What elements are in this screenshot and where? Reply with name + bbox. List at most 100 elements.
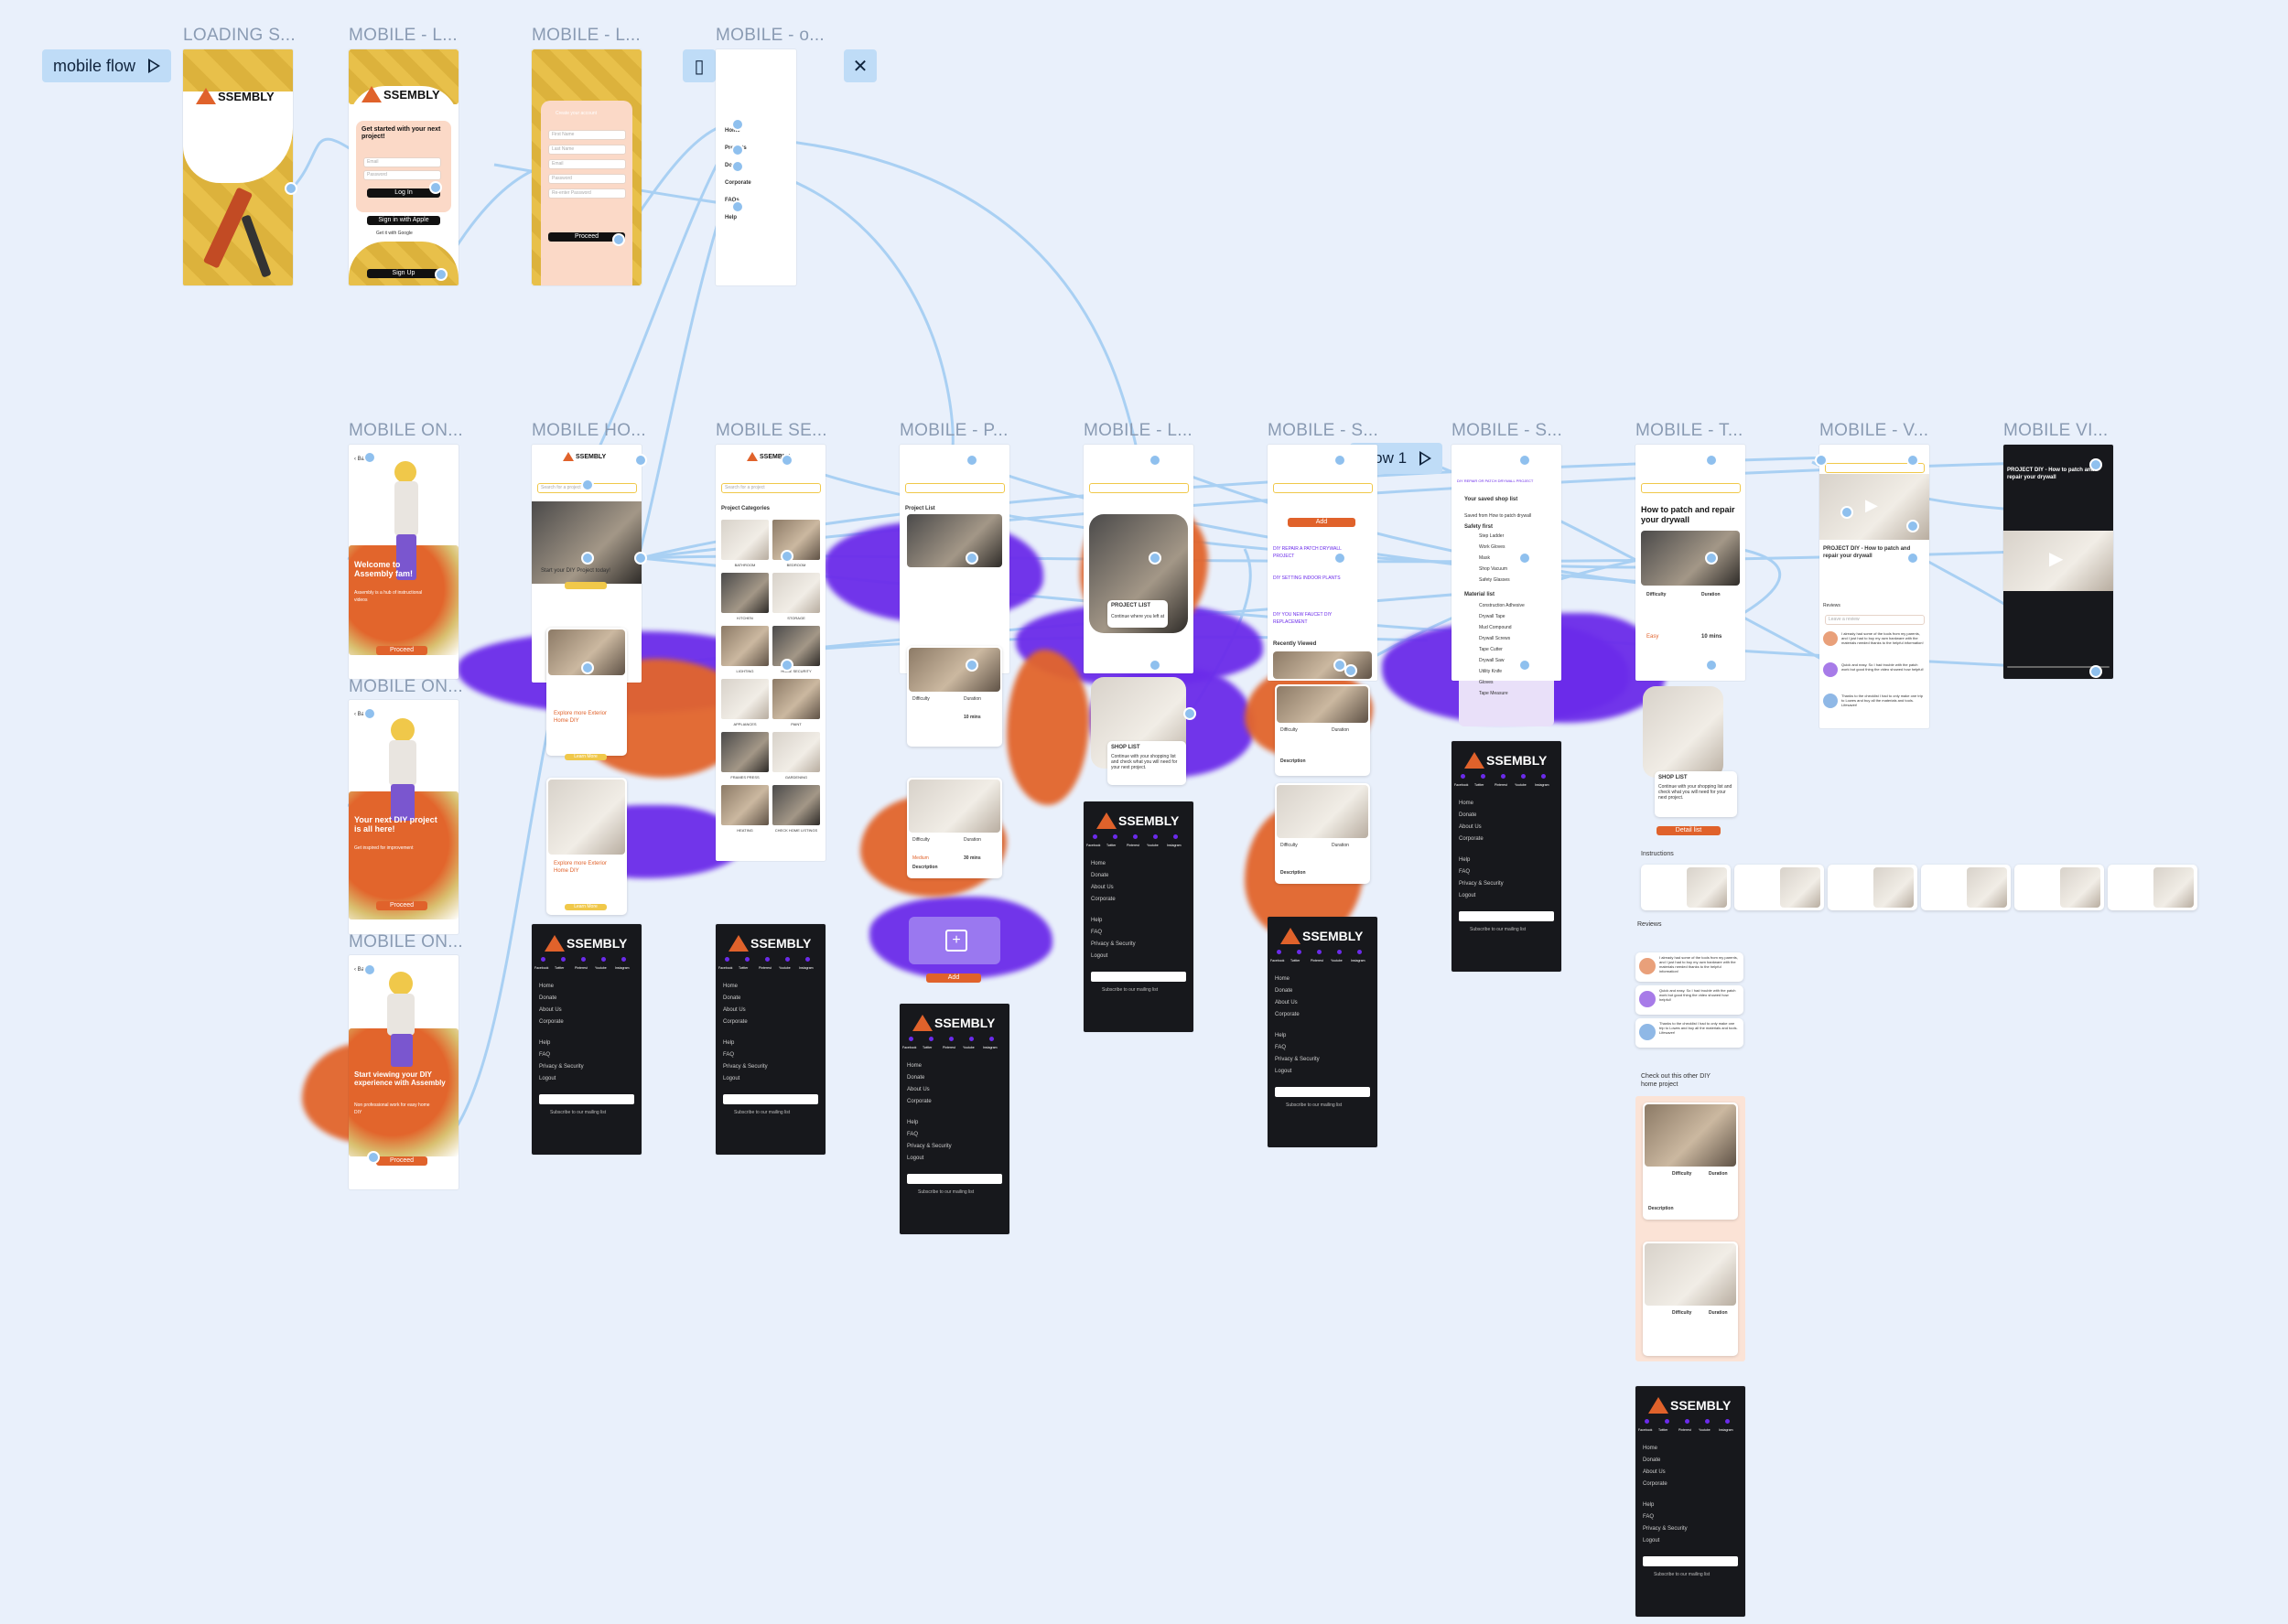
social-icon[interactable] — [1521, 774, 1526, 779]
footer-link[interactable]: Donate — [723, 995, 741, 1001]
social-icon[interactable] — [1317, 950, 1322, 954]
social-icon[interactable] — [541, 957, 545, 962]
instruction-step[interactable] — [1921, 865, 2011, 910]
social-link[interactable]: Pinterest — [1127, 844, 1139, 847]
connection-node[interactable] — [1705, 454, 1718, 467]
footer-link[interactable]: Privacy & Security — [907, 1144, 952, 1149]
social-icon[interactable] — [601, 957, 606, 962]
detail-list-button[interactable]: Detail list — [1657, 826, 1721, 835]
material-item[interactable]: Drywall Saw — [1479, 658, 1505, 663]
shop-list-card[interactable]: SHOP LIST Continue with your shopping li… — [1107, 741, 1186, 785]
footer-link[interactable]: Corporate — [723, 1019, 748, 1025]
social-link[interactable]: Youtube — [1515, 783, 1527, 787]
connection-node[interactable] — [1518, 454, 1531, 467]
social-link[interactable]: Instagram — [1167, 844, 1182, 847]
social-icon[interactable] — [1665, 1419, 1669, 1424]
connection-node[interactable] — [1518, 659, 1531, 672]
material-item[interactable]: Utility Knife — [1479, 669, 1503, 674]
footer-link[interactable]: Donate — [1459, 812, 1477, 818]
close-icon[interactable]: ✕ — [844, 49, 877, 82]
connection-node[interactable] — [1344, 664, 1357, 677]
connection-node[interactable] — [1906, 520, 1919, 532]
category-tile[interactable] — [721, 520, 769, 560]
footer-link[interactable]: About Us — [1091, 885, 1114, 890]
connection-node[interactable] — [781, 659, 793, 672]
footer-link[interactable]: Home — [723, 984, 739, 989]
email-input[interactable] — [1459, 911, 1554, 921]
footer-link[interactable]: Corporate — [1275, 1012, 1300, 1017]
connection-node[interactable] — [731, 144, 744, 156]
footer-link[interactable]: Donate — [1091, 873, 1109, 878]
connection-node[interactable] — [966, 552, 978, 565]
connection-node[interactable] — [1906, 552, 1919, 565]
social-icon[interactable] — [621, 957, 626, 962]
menu-item-corporate[interactable]: Corporate — [725, 180, 751, 186]
social-link[interactable]: Facebook — [718, 966, 733, 970]
connection-node[interactable] — [363, 451, 376, 464]
recent-card-2[interactable]: Difficulty Duration Description — [1275, 783, 1370, 884]
footer-link[interactable]: About Us — [1643, 1469, 1666, 1475]
social-icon[interactable] — [1725, 1419, 1730, 1424]
safety-item[interactable]: Shop Vacuum — [1479, 566, 1508, 572]
social-link[interactable]: Twitter — [923, 1046, 933, 1049]
footer-link[interactable]: Home — [907, 1063, 923, 1069]
signup-button[interactable]: Sign Up — [367, 269, 440, 278]
device-icon[interactable]: ▯ — [683, 49, 716, 82]
connection-node[interactable] — [781, 550, 793, 563]
material-item[interactable]: Construction Adhesive — [1479, 603, 1525, 608]
category-tile[interactable] — [772, 573, 820, 613]
connection-node[interactable] — [2089, 458, 2102, 471]
connection-node[interactable] — [581, 479, 594, 491]
footer-link[interactable]: Logout — [907, 1156, 924, 1161]
footer-link[interactable]: Corporate — [539, 1019, 564, 1025]
connection-node[interactable] — [363, 707, 376, 720]
add-button[interactable]: Add — [1288, 518, 1355, 527]
material-item[interactable]: Mud Compound — [1479, 625, 1512, 630]
login-button[interactable]: Log In — [367, 188, 440, 198]
category-tile[interactable] — [772, 626, 820, 666]
social-icon[interactable] — [929, 1037, 934, 1041]
add-project-tile[interactable]: + — [909, 917, 1000, 964]
category-tile[interactable] — [772, 520, 820, 560]
social-link[interactable]: Twitter — [1290, 959, 1300, 963]
google-signin-button[interactable]: Get it with Google — [376, 231, 413, 236]
social-icon[interactable] — [1173, 834, 1178, 839]
footer-link[interactable]: Privacy & Security — [539, 1064, 584, 1070]
connection-node[interactable] — [731, 118, 744, 131]
safety-item[interactable]: Mask — [1479, 555, 1490, 561]
material-item[interactable]: Drywall Screws — [1479, 636, 1511, 641]
footer-link[interactable]: About Us — [907, 1087, 930, 1092]
social-icon[interactable] — [561, 957, 566, 962]
connection-node[interactable] — [634, 552, 647, 565]
footer-link[interactable]: Privacy & Security — [1275, 1057, 1320, 1062]
instruction-step[interactable] — [1828, 865, 1917, 910]
social-icon[interactable] — [1093, 834, 1097, 839]
confirm-password-field[interactable]: Re-enter Password — [548, 188, 626, 199]
first-name-field[interactable]: First Name — [548, 130, 626, 140]
category-tile[interactable] — [721, 573, 769, 613]
email-input[interactable] — [907, 1174, 1002, 1184]
category-tile[interactable] — [772, 679, 820, 719]
social-icon[interactable] — [989, 1037, 994, 1041]
footer-link[interactable]: FAQ — [1091, 930, 1103, 935]
footer-link[interactable]: Privacy & Security — [723, 1064, 768, 1070]
footer-link[interactable]: Help — [539, 1040, 551, 1046]
footer-link[interactable]: FAQ — [723, 1052, 735, 1058]
connection-node[interactable] — [1840, 506, 1853, 519]
instruction-step[interactable] — [2108, 865, 2197, 910]
instruction-step[interactable] — [1641, 865, 1731, 910]
connection-node[interactable] — [1906, 454, 1919, 467]
material-item[interactable]: Tape Measure — [1479, 691, 1508, 696]
social-link[interactable]: Instagram — [799, 966, 814, 970]
social-icon[interactable] — [1481, 774, 1485, 779]
social-link[interactable]: Twitter — [1106, 844, 1117, 847]
connection-node[interactable] — [1815, 454, 1828, 467]
safety-item[interactable]: Safety Glasses — [1479, 577, 1510, 583]
connection-node[interactable] — [363, 963, 376, 976]
saved-link-3[interactable]: DIY YOU NEW FAUCET DIY REPLACEMENT — [1273, 612, 1333, 625]
footer-link[interactable]: Donate — [907, 1075, 925, 1081]
footer-link[interactable]: Donate — [539, 995, 557, 1001]
connection-node[interactable] — [966, 454, 978, 467]
social-link[interactable]: Instagram — [1351, 959, 1365, 963]
social-link[interactable]: Pinterest — [1311, 959, 1323, 963]
